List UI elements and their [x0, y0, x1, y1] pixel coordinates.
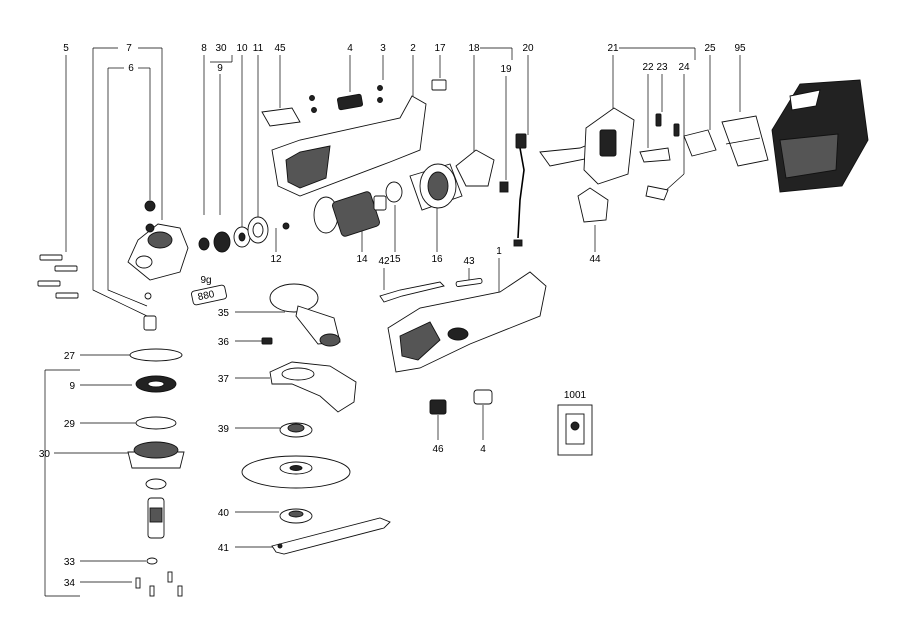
label-39: 39: [218, 424, 230, 435]
leader-lines: [44, 47, 741, 597]
label-40: 40: [218, 508, 230, 519]
flange-39: [279, 422, 313, 438]
label-21: 21: [607, 43, 619, 54]
label-27: 27: [64, 351, 76, 362]
label-9-left: 9: [69, 381, 75, 392]
label-12: 12: [270, 254, 282, 265]
label-4-bottom: 4: [480, 444, 486, 455]
armature: [282, 191, 387, 237]
label-2: 2: [410, 43, 416, 54]
label-24: 24: [678, 62, 690, 73]
label-30-left: 30: [39, 449, 51, 460]
label-19: 19: [500, 64, 512, 75]
motor-housing: [271, 79, 447, 197]
side-handle: [261, 283, 341, 347]
label-17: 17: [434, 43, 446, 54]
label-44: 44: [589, 254, 601, 265]
label-4-top: 4: [347, 43, 353, 54]
label-43: 43: [463, 256, 475, 267]
grease-weight-label: 9g: [200, 275, 211, 286]
label-23: 23: [656, 62, 668, 73]
sticker-45: [261, 107, 301, 127]
label-5: 5: [63, 43, 69, 54]
label-20: 20: [522, 43, 534, 54]
label-11: 11: [253, 43, 264, 54]
wheel-guard: [269, 361, 357, 413]
label-22: 22: [642, 62, 654, 73]
spindle-bearing-parts: [198, 216, 269, 253]
label-42: 42: [378, 256, 390, 267]
label-7: 7: [126, 43, 132, 54]
label-25: 25: [704, 43, 716, 54]
plate-25-cover-95: [683, 115, 769, 167]
label-9-top: 9: [217, 63, 223, 74]
label-33: 33: [64, 557, 76, 568]
sensor-board-and-cable: [455, 133, 527, 247]
bearing-and-stator: [385, 163, 463, 211]
grinding-disc: [241, 455, 351, 489]
label-34: 34: [64, 578, 76, 589]
handle-housing: [387, 271, 547, 373]
label-1001: 1001: [564, 390, 587, 401]
inset-1001: [557, 404, 593, 456]
part-labels: 5 7 6 8 30 9 10 11 45 4 3 2 17 18 19 20 …: [39, 43, 746, 589]
label-30-top: 30: [215, 43, 227, 54]
screws-5: [37, 254, 79, 299]
label-36: 36: [218, 337, 230, 348]
label-15: 15: [389, 254, 401, 265]
label-18: 18: [468, 43, 480, 54]
label-46: 46: [432, 444, 444, 455]
battery-pack: [771, 79, 869, 193]
label-8: 8: [201, 43, 207, 54]
label-3: 3: [380, 43, 386, 54]
label-6: 6: [128, 63, 134, 74]
label-41: 41: [218, 543, 230, 554]
label-14: 14: [356, 254, 368, 265]
buttons-46-4: [429, 389, 493, 415]
label-29: 29: [64, 419, 76, 430]
label-37: 37: [218, 374, 230, 385]
switch-springs-and-slider: [639, 113, 680, 201]
label-16: 16: [431, 254, 443, 265]
label-45: 45: [274, 43, 286, 54]
grease-tube: 880 9g: [191, 275, 227, 306]
label-95: 95: [734, 43, 746, 54]
label-1: 1: [496, 246, 502, 257]
label-10: 10: [236, 43, 248, 54]
gear-head-housing: [127, 200, 189, 331]
grease-tube-label: 880: [197, 289, 216, 303]
gear-stack: [127, 348, 185, 597]
electronics-module: [539, 107, 635, 185]
bracket-44: [577, 187, 609, 223]
label-35: 35: [218, 308, 230, 319]
lever-42-pin-43: [379, 278, 483, 303]
nut-40-spanner-41: [271, 508, 391, 555]
